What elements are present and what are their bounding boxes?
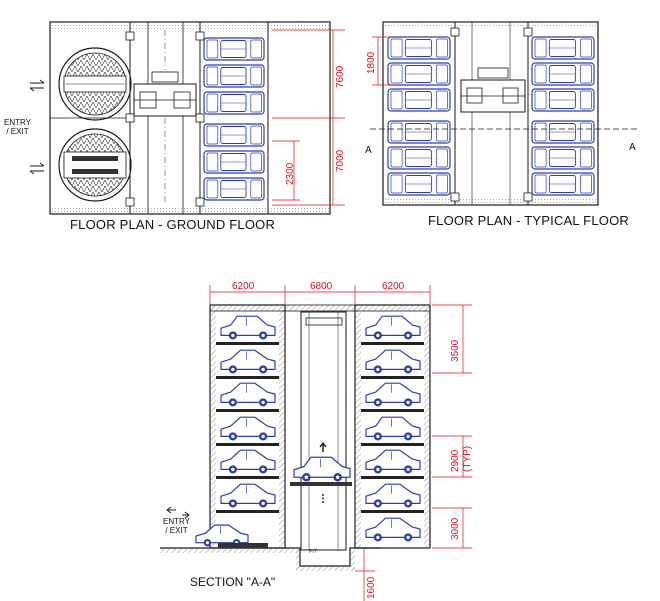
dim-ground-bay: 2300 [285,162,296,185]
shelf-left-4 [216,443,279,446]
section-car-left-2 [220,349,276,374]
turntable-lower [58,128,132,202]
section-car-right-6 [365,483,421,508]
dim-section-ground-height: 3000 [450,517,461,540]
typical-dimension-lines [372,36,392,86]
typical-car-stack-right [531,36,595,196]
section-cut-label-left: A [365,145,372,156]
section-car-left-6 [220,483,276,508]
typical-car-right-1 [531,36,595,60]
entry-arrows-upper [29,79,45,92]
section-dimension-lines [209,285,472,601]
typical-car-stack-left [387,36,451,196]
pit-label: PIT [309,549,317,555]
shelf-right-1 [361,342,424,345]
dim-section-typ-height: 2900 [450,449,461,472]
dim-ground-lower: 7000 [335,149,346,172]
ground-car-4 [203,123,265,147]
section-car-left-5 [220,449,276,474]
section-car-right-3 [365,382,421,407]
typical-car-left-5 [387,146,451,170]
typical-car-left-6 [387,172,451,196]
shelf-right-2 [361,376,424,379]
section-car-right-4 [365,416,421,441]
section-car-right-2 [365,349,421,374]
shelf-left-1 [216,342,279,345]
ground-floor-plan [29,21,345,215]
typical-car-left-3 [387,88,451,112]
ground-car-6 [203,177,265,201]
section-car-left-3 [220,382,276,407]
typical-car-right-4 [531,120,595,144]
section-cut-label-right: A [629,142,636,153]
ground-car-3 [203,91,265,115]
turntable-upper [58,47,132,121]
typical-floor-title: FLOOR PLAN - TYPICAL FLOOR [428,213,629,228]
lift-carriage-ground [133,71,197,117]
dim-section-right-width: 6200 [382,281,405,292]
section-car-right-7 [365,517,421,542]
dim-section-left-width: 6200 [232,281,255,292]
shelf-right-3 [361,409,424,412]
dim-section-pit-depth: 1600 [366,576,377,599]
section-shelves [216,342,424,513]
section-a-a [160,285,472,601]
typical-car-right-5 [531,146,595,170]
ground-car-2 [203,64,265,88]
section-title: SECTION "A-A" [190,575,276,589]
lift-shaft [300,311,347,551]
lift-platform-car [290,456,352,486]
lift-car [293,456,351,482]
typical-car-left-2 [387,62,451,86]
shelf-right-4 [361,443,424,446]
dim-section-typ-note: (TYP) [462,445,473,472]
shelf-left-3 [216,409,279,412]
ground-car-5 [203,150,265,174]
shelf-right-5 [361,476,424,479]
lift-up-arrow [319,441,327,452]
section-car-right-5 [365,449,421,474]
dim-section-middle-width: 6800 [310,281,333,292]
section-car-left-1 [220,315,276,340]
entry-arrows-lower [29,162,45,175]
section-car-stack-left [195,315,276,547]
ground-floor-title: FLOOR PLAN - GROUND FLOOR [70,217,276,232]
dim-ground-upper: 7600 [335,65,346,88]
shelf-left-5 [216,476,279,479]
ground-car-1 [203,37,265,61]
typical-car-right-2 [531,62,595,86]
typical-floor-plan [370,21,638,206]
lift-carriage-typical [460,67,526,113]
entry-exit-label-section: ENTRY / EXIT [163,517,190,535]
typical-car-right-3 [531,88,595,112]
shelf-left-2 [216,376,279,379]
shelf-right-6 [361,510,424,513]
typical-car-left-1 [387,36,451,60]
section-car-left-4 [220,416,276,441]
shelf-left-6 [216,510,279,513]
dim-section-top-height: 3500 [450,339,461,362]
dim-typical-bay: 1800 [366,51,377,74]
ground-dimension-lines [272,29,345,206]
ground-car-stack [203,37,265,201]
section-car-stack-right [365,315,421,542]
typical-car-left-4 [387,120,451,144]
entry-exit-label-plan: ENTRY / EXIT [4,118,31,136]
typical-car-right-6 [531,172,595,196]
section-car-right-1 [365,315,421,340]
